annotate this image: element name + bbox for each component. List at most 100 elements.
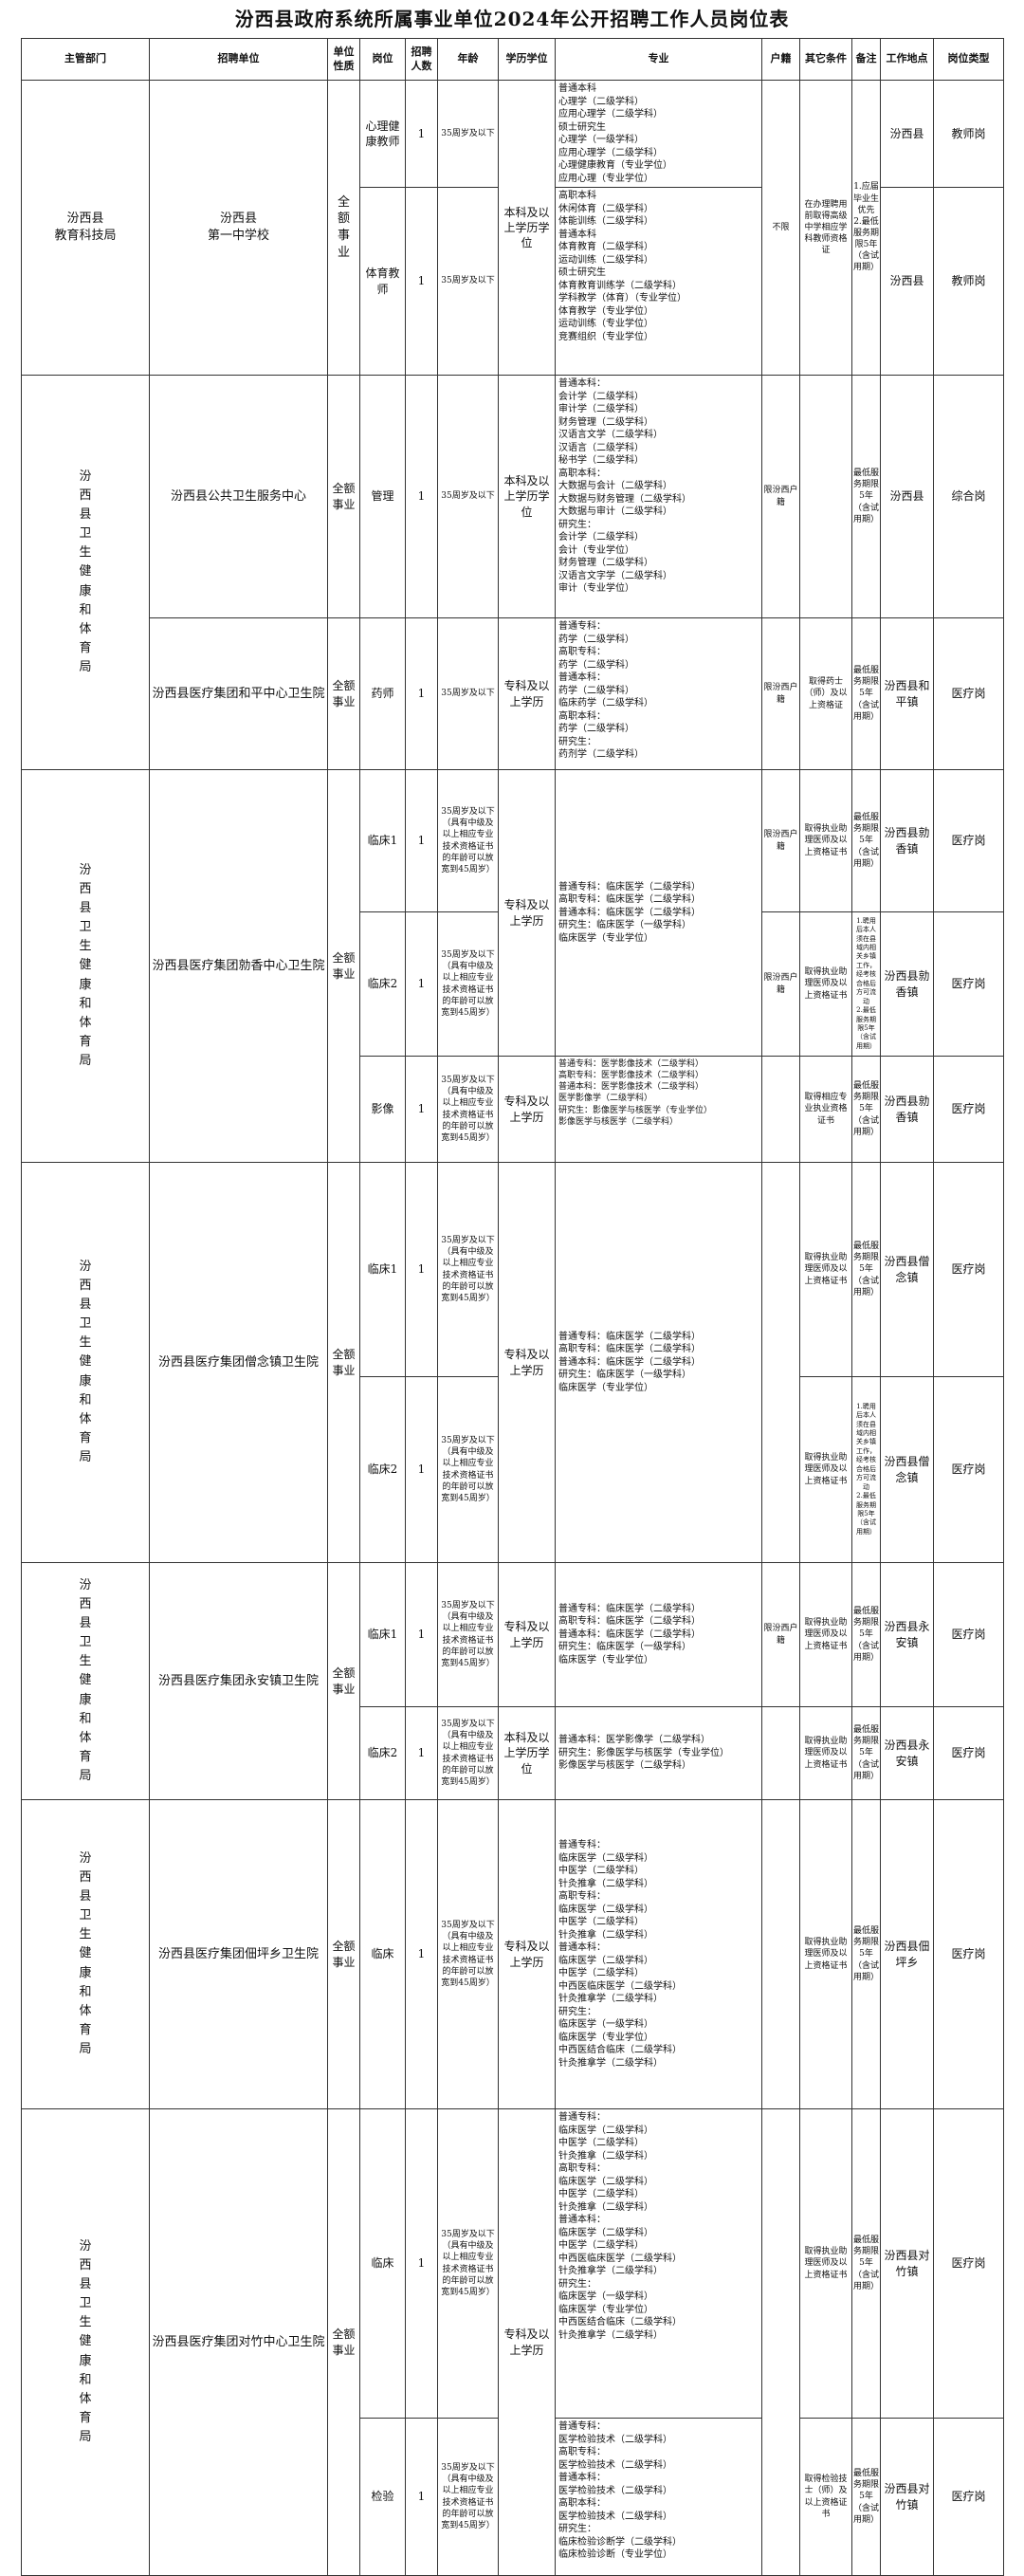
type-cell: 医疗岗 <box>933 1376 1004 1563</box>
major-cell: 普通专科： 临床医学（二级学科） 中医学（二级学科） 针灸推拿（二级学科） 高职… <box>555 1799 762 2109</box>
huji-cell: 不限 <box>761 80 800 376</box>
edu-cell: 专科及以上学历 <box>498 1056 556 1163</box>
huji-cell <box>761 2108 800 2576</box>
header-cell: 备注 <box>851 38 881 81</box>
huji-cell: 限汾西户籍 <box>761 617 800 770</box>
huji-cell: 限汾西户籍 <box>761 911 800 1057</box>
header-cell: 工作地点 <box>880 38 934 81</box>
edu-cell: 本科及以上学历学位 <box>498 80 556 376</box>
place-cell: 汾西县永安镇 <box>880 1562 934 1707</box>
huji-cell <box>761 1056 800 1163</box>
table-row: 影像 1 35周岁及以下（具有中级及以上相应专业技术资格证书的年龄可以放宽到45… <box>22 1056 1004 1163</box>
post-cell: 临床2 <box>359 911 406 1057</box>
header-cell: 岗位 <box>359 38 406 81</box>
post-cell: 临床1 <box>359 1562 406 1707</box>
unit-cell: 汾西县医疗集团僧念镇卫生院 <box>149 1162 328 1563</box>
nature-cell: 全额 事业 <box>327 1562 360 1800</box>
dept-cell: 汾西县 教育科技局 <box>21 80 150 376</box>
header-cell: 专业 <box>555 38 762 81</box>
table-row: 汾 西 县 卫 生 健 康 和 体 育 局 汾西县医疗集团永安镇卫生院 全额 事… <box>21 1562 1004 1800</box>
post-cell: 体育教师 <box>359 187 406 376</box>
place-cell: 汾西县 <box>880 375 934 618</box>
age-cell: 35周岁及以下 <box>437 617 499 770</box>
table-row: 汾西县 教育科技局 汾西县 第一中学校 全 额 事 业 心理健康教师 1 35周… <box>21 80 1004 376</box>
header-cell: 岗位类型 <box>933 38 1004 81</box>
huji-cell: 限汾西户籍 <box>761 769 800 912</box>
other-cell: 取得执业助理医师及以上资格证书 <box>799 1706 852 1800</box>
other-cell: 取得执业助理医师及以上资格证书 <box>799 1162 852 1377</box>
note-cell: 1.聘用后本人须在县域内相关乡镇工作，经考核合格后方可流动 2.最低服务期限5年… <box>851 1376 881 1563</box>
type-cell: 医疗岗 <box>933 911 1004 1057</box>
dept-cell: 汾 西 县 卫 生 健 康 和 体 育 局 <box>21 375 150 770</box>
major-cell: 普通专科：临床医学（二级学科） 高职专科：临床医学（二级学科） 普通本科：临床医… <box>555 769 762 1057</box>
type-cell: 医疗岗 <box>933 1706 1004 1800</box>
header-cell: 年龄 <box>437 38 499 81</box>
note-cell: 最低服务期限5年（含试用期） <box>851 769 881 912</box>
dept-cell: 汾 西 县 卫 生 健 康 和 体 育 局 <box>21 1162 150 1563</box>
header-cell: 其它条件 <box>799 38 852 81</box>
place-cell: 汾西县勍香镇 <box>880 1056 934 1163</box>
age-cell: 35周岁及以下（具有中级及以上相应专业技术资格证书的年龄可以放宽到45周岁） <box>437 1799 499 2109</box>
unit-cell: 汾西县 第一中学校 <box>149 80 328 376</box>
type-cell: 教师岗 <box>933 187 1004 376</box>
header-cell: 单位性质 <box>327 38 360 81</box>
other-cell: 取得执业助理医师及以上资格证书 <box>799 1562 852 1707</box>
count-cell: 1 <box>405 375 438 618</box>
major-cell: 普通本科：医学影像学（二级学科） 研究生：影像医学与核医学（专业学位） 影像医学… <box>555 1706 762 1800</box>
count-cell: 1 <box>405 1562 438 1707</box>
nature-cell: 全额 事业 <box>327 1162 360 1563</box>
major-cell: 高职本科 休闲体育（二级学科） 体能训练（二级学科） 普通本科 体育教育（二级学… <box>555 187 762 376</box>
header-cell: 户籍 <box>761 38 800 81</box>
other-cell <box>799 375 852 618</box>
note-cell: 最低服务期限5年（含试用期） <box>851 2108 881 2419</box>
recruitment-table: 主管部门 招聘单位 单位性质 岗位 招聘人数 年龄 学历学位 专业 户籍 其它条… <box>21 38 1004 2576</box>
other-cell: 取得相应专业执业资格证书 <box>799 1056 852 1163</box>
nature-cell: 全额 事业 <box>327 1799 360 2109</box>
place-cell: 汾西县 <box>880 80 934 188</box>
edu-cell: 专科及以上学历 <box>498 2108 556 2576</box>
age-cell: 35周岁及以下（具有中级及以上相应专业技术资格证书的年龄可以放宽到45周岁） <box>437 2418 499 2576</box>
note-cell: 最低服务期限5年（含试用期） <box>851 2418 881 2576</box>
age-cell: 35周岁及以下（具有中级及以上相应专业技术资格证书的年龄可以放宽到45周岁） <box>437 1162 499 1377</box>
unit-cell: 汾西县医疗集团永安镇卫生院 <box>149 1562 328 1800</box>
post-cell: 药师 <box>359 617 406 770</box>
note-cell: 最低服务期限5年（含试用期） <box>851 1562 881 1707</box>
nature-cell: 全额 事业 <box>327 2108 360 2576</box>
unit-cell: 汾西县医疗集团佃坪乡卫生院 <box>149 1799 328 2109</box>
age-cell: 35周岁及以下 <box>437 187 499 376</box>
age-cell: 35周岁及以下（具有中级及以上相应专业技术资格证书的年龄可以放宽到45周岁） <box>437 1706 499 1800</box>
unit-cell: 汾西县公共卫生服务中心 <box>149 375 328 618</box>
major-cell: 普通专科：临床医学（二级学科） 高职专科：临床医学（二级学科） 普通本科：临床医… <box>555 1162 762 1563</box>
major-cell: 普通专科： 药学（二级学科） 高职专科： 药学（二级学科） 普通本科： 药学（二… <box>555 617 762 770</box>
edu-cell: 专科及以上学历 <box>498 617 556 770</box>
place-cell: 汾西县 <box>880 187 934 376</box>
header-cell: 主管部门 <box>21 38 150 81</box>
type-cell: 医疗岗 <box>933 1799 1004 2109</box>
post-cell: 临床1 <box>359 1162 406 1377</box>
nature-cell: 全额 事业 <box>327 375 360 618</box>
post-cell: 临床1 <box>359 769 406 912</box>
note-cell: 最低服务期限5年（含试用期） <box>851 375 881 618</box>
type-cell: 医疗岗 <box>933 2108 1004 2419</box>
page-title: 汾西县政府系统所属事业单位2024年公开招聘工作人员岗位表 <box>234 8 790 30</box>
header-cell: 招聘人数 <box>405 38 438 81</box>
dept-cell: 汾 西 县 卫 生 健 康 和 体 育 局 <box>21 1562 150 1800</box>
type-cell: 医疗岗 <box>933 769 1004 912</box>
note-cell: 最低服务期限5年（含试用期） <box>851 1799 881 2109</box>
other-cell: 取得执业助理医师及以上资格证书 <box>799 769 852 912</box>
unit-cell: 汾西县医疗集团勍香中心卫生院 <box>149 769 328 1163</box>
huji-cell <box>761 1706 800 1800</box>
table-row: 汾 西 县 卫 生 健 康 和 体 育 局 汾西县医疗集团对竹中心卫生院 全额 … <box>21 2108 1004 2576</box>
nature-cell: 全 额 事 业 <box>327 80 360 376</box>
count-cell: 1 <box>405 617 438 770</box>
huji-cell <box>761 1799 800 2109</box>
table-row: 汾西县医疗集团和平中心卫生院 全额 事业 药师 1 35周岁及以下 专科及以上学… <box>22 617 1004 770</box>
place-cell: 汾西县僧念镇 <box>880 1376 934 1563</box>
unit-cell: 汾西县医疗集团和平中心卫生院 <box>149 617 328 770</box>
count-cell: 1 <box>405 911 438 1057</box>
count-cell: 1 <box>405 1799 438 2109</box>
count-cell: 1 <box>405 2418 438 2576</box>
edu-cell: 专科及以上学历 <box>498 1562 556 1707</box>
post-cell: 临床2 <box>359 1706 406 1800</box>
edu-cell: 本科及以上学历学位 <box>498 375 556 618</box>
